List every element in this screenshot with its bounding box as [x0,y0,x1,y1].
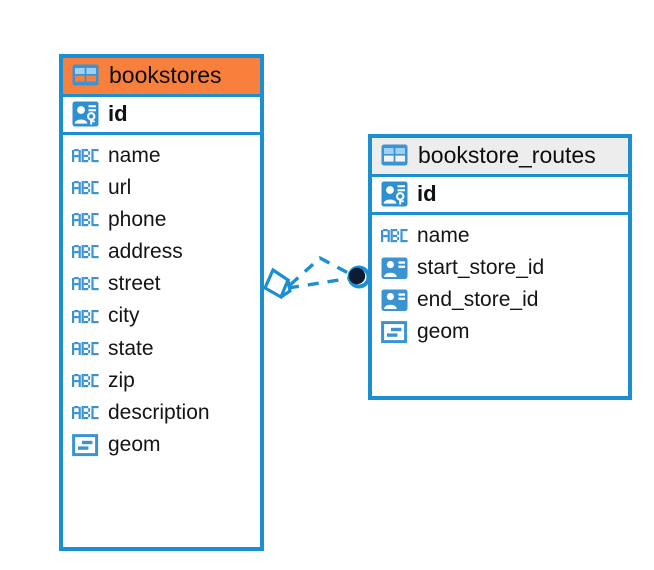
field-row-pk-routes-id[interactable]: id [372,173,628,215]
primary-key-icon [72,101,99,127]
text-type-icon [72,405,99,420]
geometry-type-icon [381,321,408,344]
text-type-icon [381,228,408,243]
relationship-line-lower [287,276,353,290]
field-name-label: phone [108,208,167,232]
relationship-line-upper [288,255,353,287]
text-type-icon [72,277,99,291]
hollow-diamond-marker [262,267,292,300]
text-type-icon [72,245,99,259]
field-name-label: state [108,336,154,360]
field-list-bookstore-routes: name start_store_id [372,214,628,355]
field-row-city[interactable]: city [63,300,260,332]
text-type-icon [72,373,99,387]
field-row-pk-bookstores-id[interactable]: id [63,93,260,135]
field-list-bookstores: name url [63,134,260,468]
text-type-icon [72,213,99,227]
field-row-name[interactable]: name [63,140,260,172]
primary-key-icon [381,181,408,207]
field-name-label: geom [108,432,161,456]
field-row-geom[interactable]: geom [63,429,260,461]
field-name-pk-routes-id: id [417,180,437,206]
field-name-label: zip [108,368,135,392]
field-name-label: url [108,175,132,199]
field-row-address[interactable]: address [63,236,260,268]
field-name-label: street [108,272,161,296]
entity-header-bookstore-routes[interactable]: bookstore_routes [372,138,628,174]
entity-header-bookstores[interactable]: bookstores [63,58,260,94]
text-type-icon [72,148,99,163]
geometry-type-icon [72,434,99,457]
field-name-label: geom [417,320,470,344]
text-type-icon [72,309,99,323]
field-name-label: city [108,304,140,328]
text-type-icon [72,181,99,195]
field-row-description[interactable]: description [63,397,260,429]
field-row-geom[interactable]: geom [372,316,628,348]
filled-circle-marker [347,265,371,289]
field-row-state[interactable]: state [63,333,260,365]
entity-name-bookstores: bookstores [109,62,222,88]
foreign-key-icon [381,257,408,280]
field-row-name[interactable]: name [372,220,628,252]
table-icon [381,144,408,166]
field-name-pk-bookstores-id: id [108,100,128,126]
field-name-label: name [417,223,470,247]
text-type-icon [72,341,99,355]
entity-bookstores[interactable]: bookstores id [59,54,264,551]
field-row-phone[interactable]: phone [63,204,260,236]
field-row-url[interactable]: url [63,172,260,204]
field-row-end-store-id[interactable]: end_store_id [372,284,628,316]
table-icon [72,64,99,86]
field-row-zip[interactable]: zip [63,365,260,397]
field-name-label: address [108,240,183,264]
field-row-street[interactable]: street [63,268,260,300]
field-name-label: name [108,143,161,167]
entity-bookstore-routes[interactable]: bookstore_routes id [368,134,632,400]
field-name-label: description [108,400,210,424]
field-name-label: start_store_id [417,255,545,279]
field-name-label: end_store_id [417,288,539,312]
field-row-start-store-id[interactable]: start_store_id [372,252,628,284]
foreign-key-icon [381,289,408,312]
entity-name-bookstore-routes: bookstore_routes [418,142,596,168]
